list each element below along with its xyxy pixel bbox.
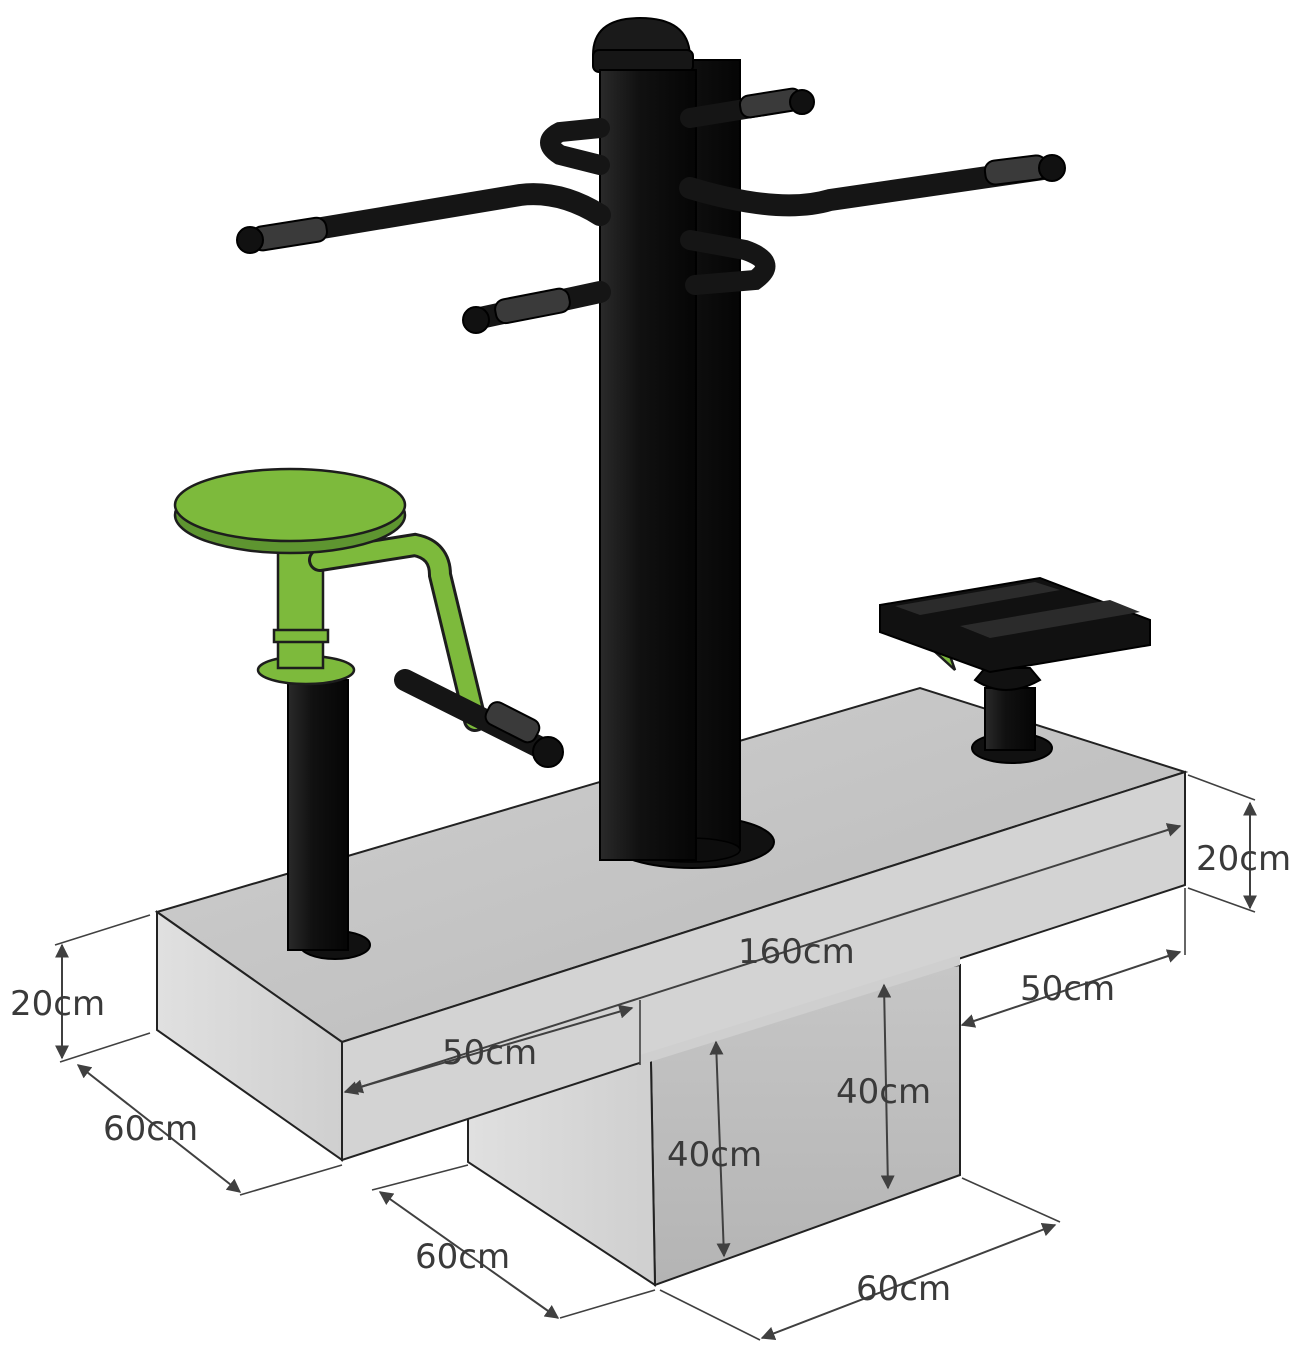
label-pillar-width-side: 60cm — [856, 1269, 951, 1309]
dimension-annotations — [54, 774, 1257, 1341]
label-pillar-height-front: 40cm — [667, 1135, 762, 1175]
label-length-top: 160cm — [738, 932, 855, 972]
label-height-top-right: 20cm — [1196, 839, 1291, 879]
handlebars — [236, 87, 1066, 334]
label-pillar-height-side: 40cm — [836, 1072, 931, 1112]
footplate-station — [879, 576, 1151, 764]
seat-station — [173, 467, 564, 960]
label-overhang-right: 50cm — [1020, 969, 1115, 1009]
label-width-top-left: 60cm — [103, 1109, 198, 1149]
label-overhang-left: 50cm — [442, 1033, 537, 1073]
label-height-top-left: 20cm — [10, 984, 105, 1024]
dimension-labels: 160cm 20cm 20cm 60cm 50cm 50cm 40cm 40cm… — [10, 839, 1291, 1309]
label-pillar-width-front: 60cm — [415, 1237, 510, 1277]
